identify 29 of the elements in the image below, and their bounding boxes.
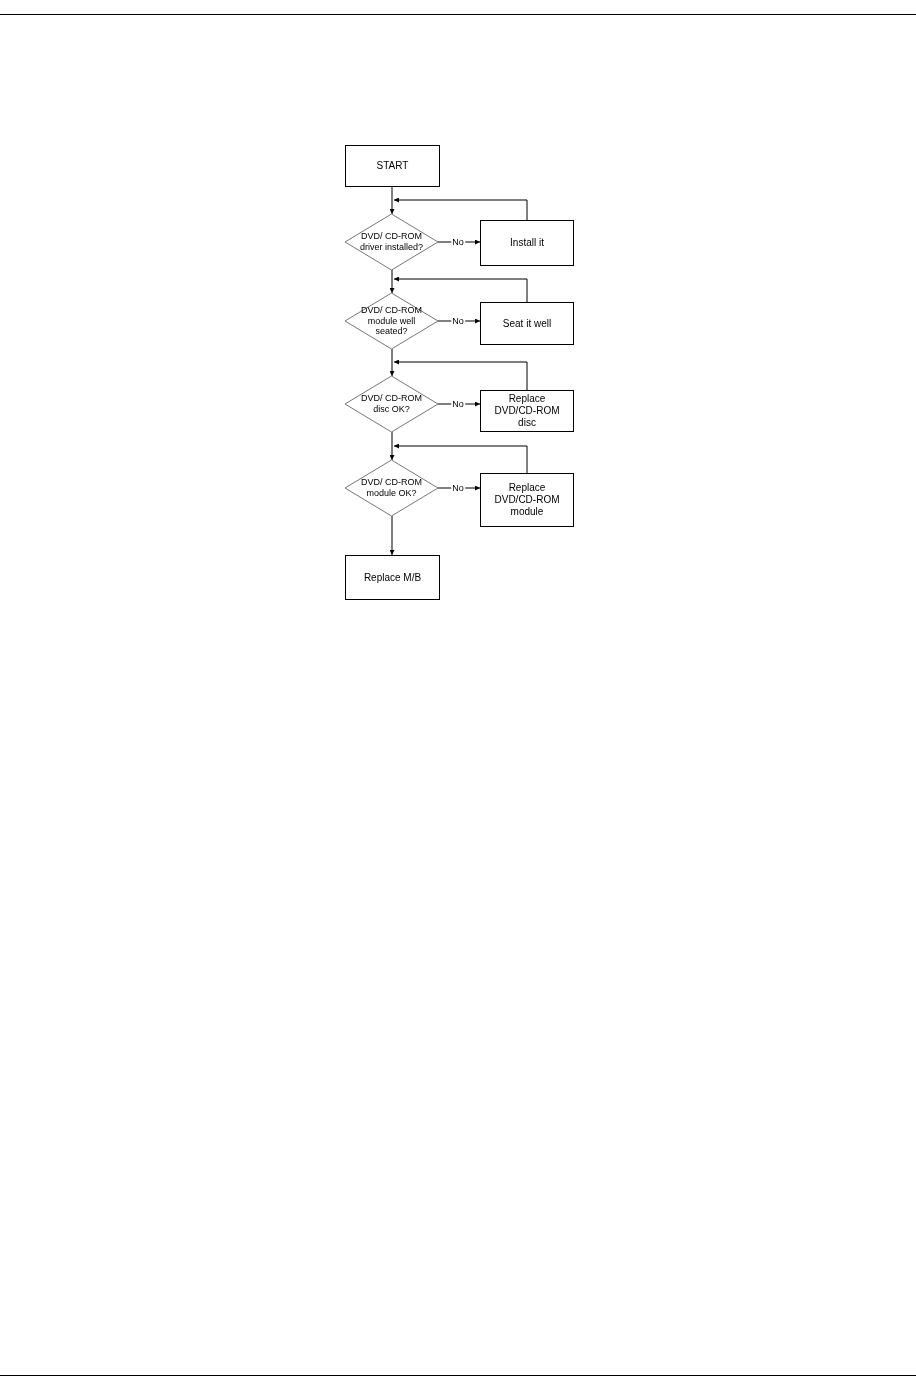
- process-box: [480, 302, 574, 345]
- arrow: [389, 515, 395, 556]
- arrow: [393, 359, 528, 391]
- box-text: START: [376, 160, 409, 172]
- box-text: Seat it well: [502, 317, 552, 330]
- decision-text: DVD/ CD-ROM disc OK?: [360, 393, 423, 415]
- arrow: [393, 276, 528, 303]
- process-box: [480, 220, 574, 266]
- edge-label: No: [451, 316, 465, 326]
- edge-label: No: [451, 483, 465, 493]
- decision-text: DVD/ CD-ROM driver installed?: [359, 231, 424, 253]
- edge-label: No: [451, 399, 465, 409]
- box-text: Install it: [510, 237, 544, 249]
- arrow: [393, 443, 528, 474]
- arrow: [389, 348, 395, 377]
- arrow: [389, 186, 395, 215]
- process-box: [480, 390, 574, 432]
- box-text: Replace M/B: [363, 571, 422, 584]
- decision-text: DVD/ CD-ROM module OK?: [360, 477, 423, 499]
- process-box: [345, 145, 440, 187]
- edge-label: No: [451, 237, 465, 247]
- arrow: [389, 431, 395, 461]
- process-box: [345, 555, 440, 600]
- process-box: [480, 473, 574, 527]
- arrow: [389, 269, 395, 294]
- arrow: [393, 197, 528, 221]
- decision-text: DVD/ CD-ROM module well seated?: [360, 304, 423, 338]
- box-text: Replace DVD/CD-ROM disc: [493, 393, 561, 429]
- box-text: Replace DVD/CD-ROM module: [493, 482, 561, 518]
